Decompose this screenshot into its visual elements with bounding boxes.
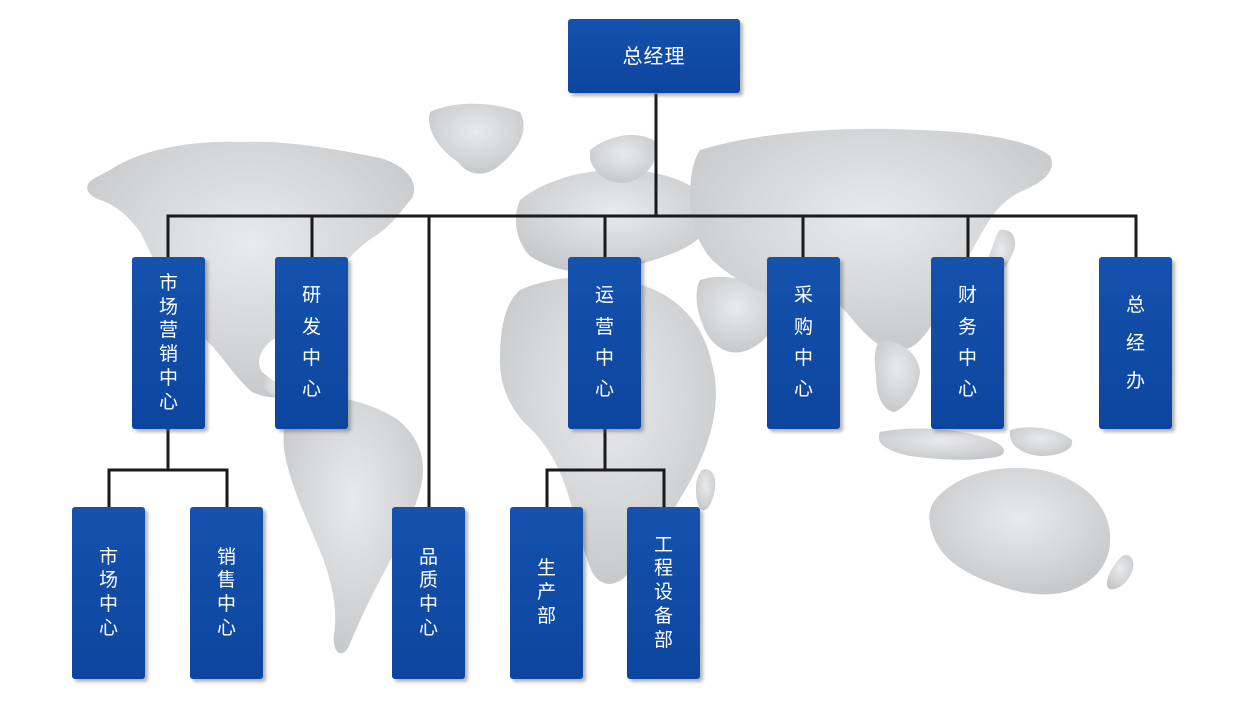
node-label: 研发中心: [301, 284, 321, 401]
node-label: 财务中心: [957, 284, 977, 401]
node-gm-office: 总经办: [1099, 257, 1172, 429]
scandinavia-shape: [590, 135, 657, 183]
australia-shape: [929, 467, 1111, 595]
node-marketing-center: 市场营销中心: [132, 257, 205, 429]
madagascar-shape: [695, 469, 716, 511]
node-quality-center: 品质中心: [392, 507, 465, 679]
southeast-asia-shape: [874, 340, 920, 412]
node-sales-center: 销售中心: [190, 507, 263, 679]
node-operations-center: 运营中心: [568, 257, 641, 429]
node-market-center: 市场中心: [72, 507, 145, 679]
node-production-dept: 生产部: [510, 507, 583, 679]
node-label: 采购中心: [793, 284, 813, 401]
node-rd-center: 研发中心: [275, 257, 348, 429]
node-label: 市场营销中心: [158, 271, 178, 413]
node-label: 总经办: [1125, 294, 1145, 392]
new-guinea-shape: [1009, 427, 1073, 456]
node-label: 运营中心: [594, 284, 614, 401]
north-america-shape: [87, 141, 415, 398]
arabia-shape: [696, 276, 777, 353]
node-finance-center: 财务中心: [931, 257, 1004, 429]
node-engineering-equipment-dept: 工程设备部: [627, 507, 700, 679]
node-general-manager: 总经理: [568, 19, 740, 93]
node-label: 工程设备部: [653, 533, 673, 651]
indonesia-shape: [878, 428, 1004, 460]
node-label: 品质中心: [418, 545, 438, 639]
node-label: 市场中心: [98, 545, 118, 639]
greenland-shape: [429, 103, 524, 174]
node-purchasing-center: 采购中心: [767, 257, 840, 429]
south-america-shape: [283, 396, 424, 654]
node-label: 生产部: [536, 557, 556, 627]
node-label: 总经理: [622, 43, 686, 68]
node-label: 销售中心: [216, 545, 236, 639]
europe-shape: [515, 169, 713, 273]
new-zealand-shape: [1106, 554, 1134, 590]
